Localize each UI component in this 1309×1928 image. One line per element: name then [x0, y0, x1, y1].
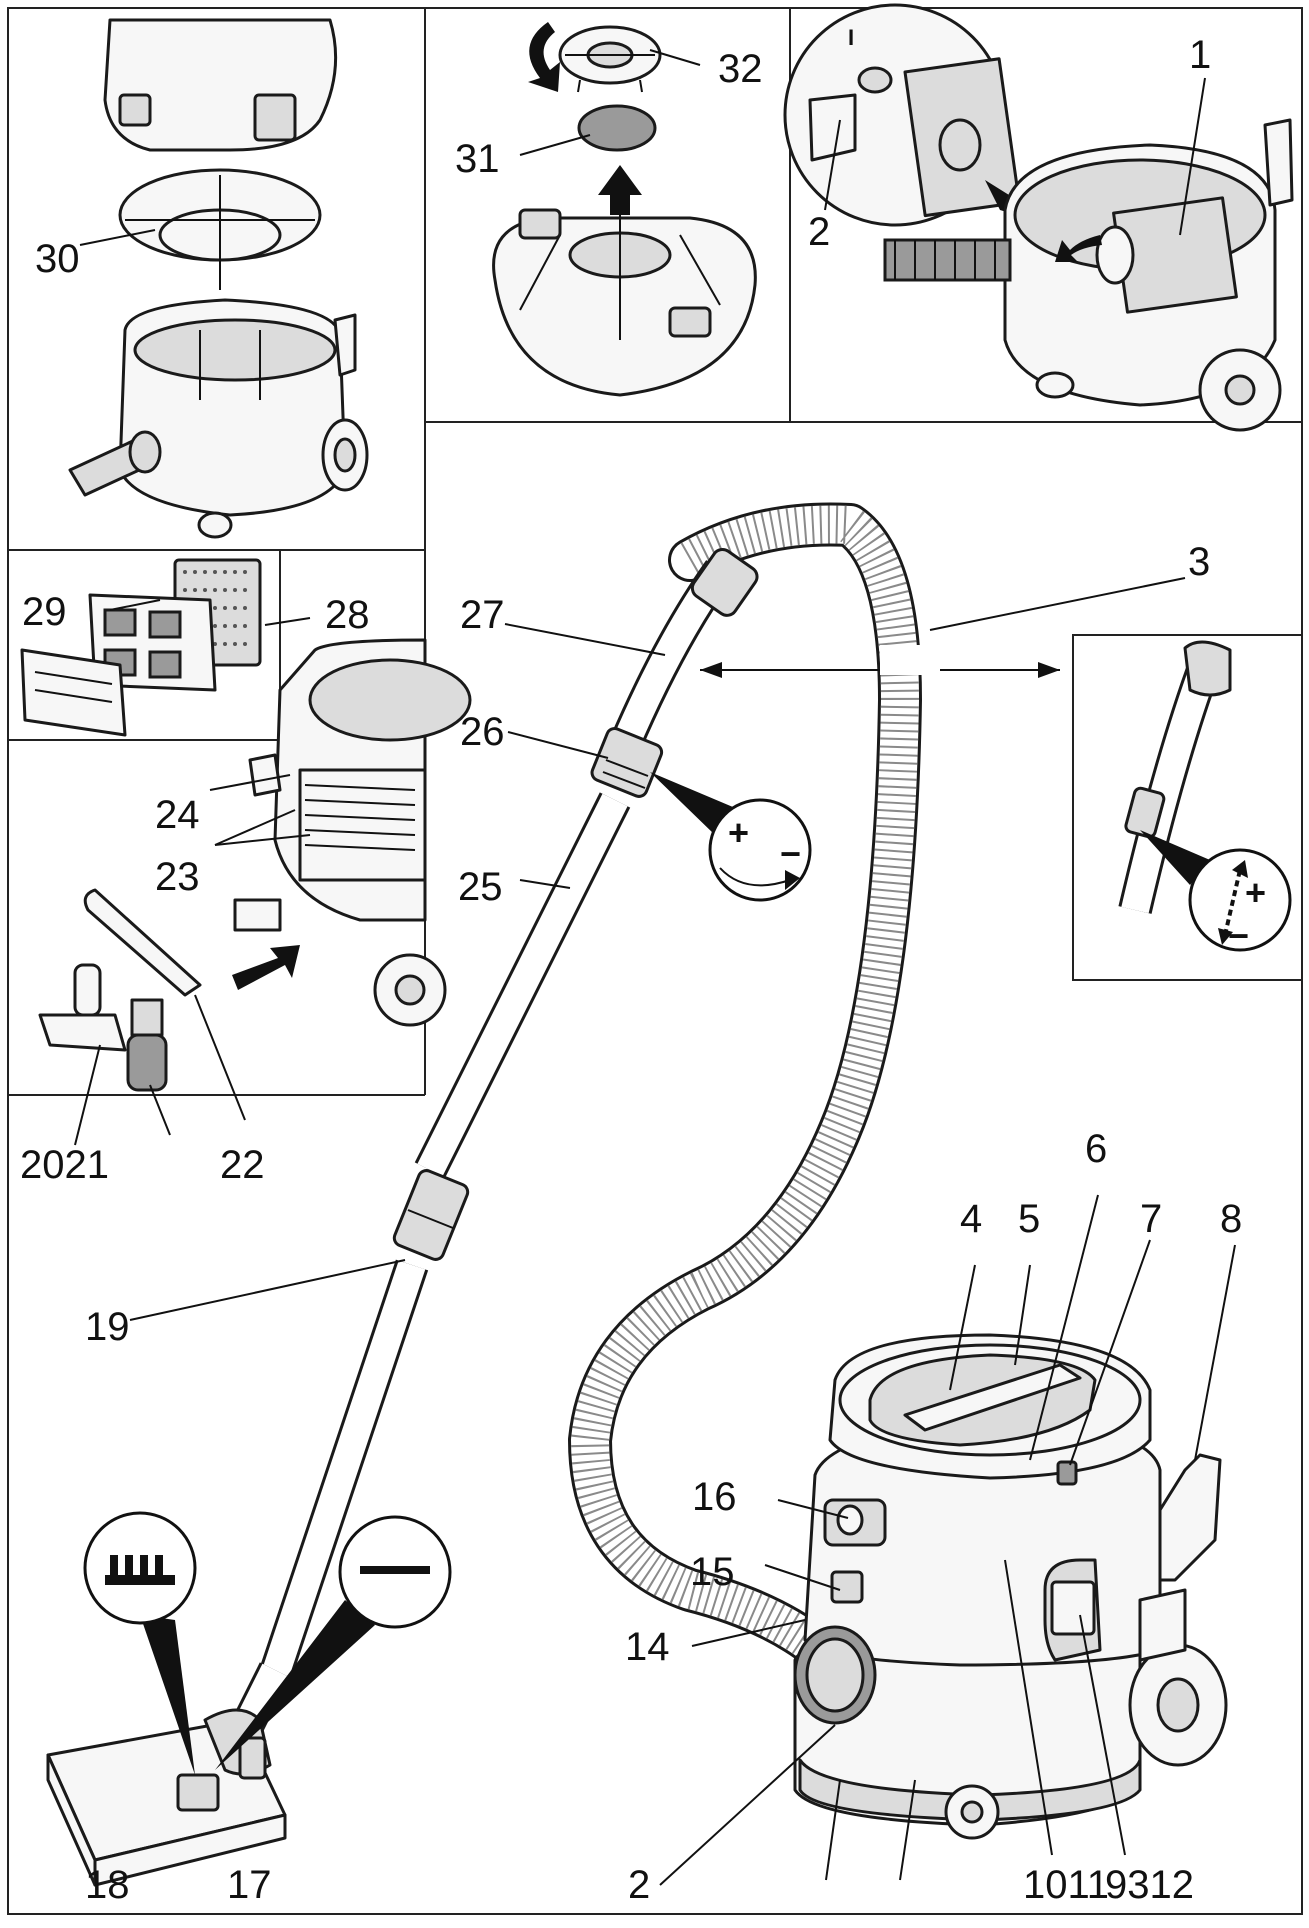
label-part-20-21: 2021	[20, 1143, 109, 1187]
label-part-22: 22	[220, 1143, 265, 1187]
panel-top-middle-filter	[492, 22, 757, 397]
minus-symbol: −	[1228, 915, 1249, 956]
label-part-18: 18	[85, 1863, 130, 1907]
label-part-3: 3	[1188, 540, 1210, 584]
label-part-23: 23	[155, 855, 200, 899]
label-part-1: 1	[1189, 33, 1211, 77]
reference-arrow	[700, 645, 1060, 678]
label-part-28: 28	[325, 593, 370, 637]
label-part-24: 24	[155, 793, 200, 837]
vacuum-body	[793, 1333, 1228, 1840]
inset-panel-handle	[1072, 634, 1303, 981]
panel-top-left-exploded	[68, 18, 369, 539]
plus-symbol: +	[728, 812, 749, 853]
rotate-arrow-icon	[528, 22, 560, 92]
plus-symbol: +	[1245, 872, 1266, 913]
leader-lines	[74, 49, 1236, 1886]
label-part-26: 26	[460, 710, 505, 754]
rotate-adjust-callout: + −	[650, 772, 812, 902]
direction-arrow-icon	[598, 165, 642, 215]
label-part-2-bottom: 2	[628, 1863, 650, 1907]
label-part-2-top: 2	[808, 210, 830, 254]
part-labels: 1 2 3 4 5 6 7 8 1011 9312 14 15 16 2 17 …	[20, 25, 1242, 1907]
suction-hose	[568, 502, 922, 1672]
panel-rear-accessories	[38, 638, 472, 1092]
label-part-15: 15	[690, 1550, 735, 1594]
label-part-8: 8	[1220, 1197, 1242, 1241]
panel-filter-cassette	[20, 558, 262, 737]
label-part-27: 27	[460, 593, 505, 637]
label-part-16: 16	[692, 1475, 737, 1519]
label-part-17: 17	[227, 1863, 272, 1907]
label-part-6: 6	[1085, 1127, 1107, 1171]
floor-nozzle	[46, 1511, 452, 1887]
label-part-32: 32	[718, 47, 763, 91]
minus-symbol: −	[780, 833, 801, 874]
label-part-7: 7	[1140, 1197, 1162, 1241]
adjust-arrows-icon	[1188, 848, 1292, 952]
label-part-31: 31	[455, 137, 500, 181]
label-part-30: 30	[35, 237, 80, 281]
panel-top-right-bag	[783, 3, 1294, 432]
label-mark-i: I	[848, 25, 854, 50]
label-part-9-13-12: 9312	[1105, 1863, 1194, 1907]
label-part-19: 19	[85, 1305, 130, 1349]
inset-handle-air-slide: + −	[1118, 640, 1292, 956]
label-part-14: 14	[625, 1625, 670, 1669]
label-part-4: 4	[960, 1197, 982, 1241]
label-part-5: 5	[1018, 1197, 1040, 1241]
label-part-29: 29	[22, 590, 67, 634]
label-part-25: 25	[458, 865, 503, 909]
label-part-10-11: 1011	[1023, 1863, 1109, 1907]
direction-arrow-icon	[232, 945, 300, 990]
